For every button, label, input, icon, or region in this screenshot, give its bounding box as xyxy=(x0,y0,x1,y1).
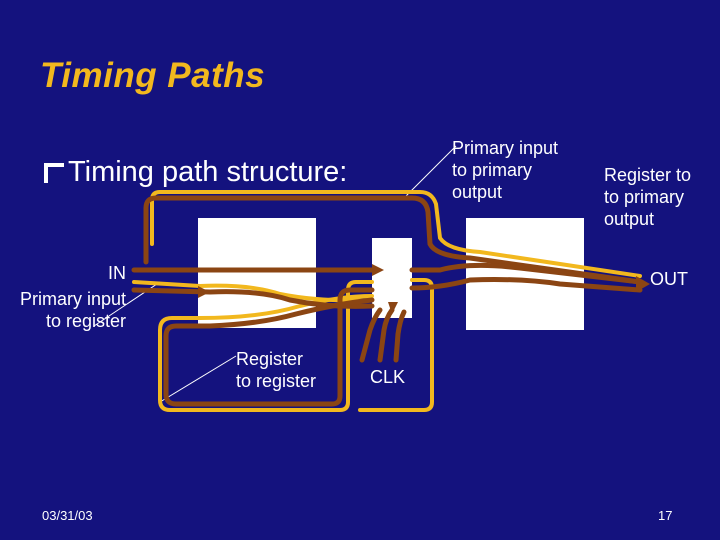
label-register-to-register: Register to register xyxy=(236,349,317,391)
slide-title: Timing Paths xyxy=(40,56,266,95)
bullet-text: Timing path structure: xyxy=(68,156,348,188)
arrow-head-block-in xyxy=(198,286,210,298)
yellow-path-primary-to-primary xyxy=(150,190,642,278)
brown-path-ff-to-out xyxy=(409,262,643,285)
brown-paths xyxy=(131,195,643,407)
bullet-item: Timing path structure: xyxy=(44,156,347,189)
arrow-head-out xyxy=(636,276,650,292)
brown-path-clk-3 xyxy=(393,309,407,363)
arrow-head-clk xyxy=(388,302,398,314)
checkbox-bullet-icon xyxy=(44,162,64,183)
label-out: OUT xyxy=(650,269,688,289)
footer-date: 03/31/03 xyxy=(42,508,93,523)
label-clk: CLK xyxy=(370,367,406,387)
brown-path-clk-2 xyxy=(359,307,383,363)
callout-line-register-to-register xyxy=(159,355,237,403)
brown-path-clk-1 xyxy=(377,307,395,363)
brown-path-primary-to-primary xyxy=(143,195,643,285)
label-primary-to-primary: Primary input to primary output xyxy=(452,138,559,202)
label-ff: FF xyxy=(378,245,400,265)
label-register-to-primary: Register to to primary output xyxy=(604,165,692,229)
arrow-head-ff-in xyxy=(372,264,384,276)
label-primary-to-register: Primary input to register xyxy=(19,289,126,331)
callout-line-primary-to-primary xyxy=(405,145,457,197)
page-number: 17 xyxy=(658,508,673,523)
logic-block-left xyxy=(198,218,316,328)
yellow-path-register-to-register xyxy=(158,280,374,412)
label-in: IN xyxy=(108,263,126,283)
yellow-path-ff-loop xyxy=(358,278,434,412)
brown-path-register-to-primary xyxy=(409,277,643,293)
arrow-heads xyxy=(198,264,650,314)
brown-path-primary-to-register xyxy=(131,287,375,309)
brown-path-register-to-register xyxy=(163,287,375,407)
